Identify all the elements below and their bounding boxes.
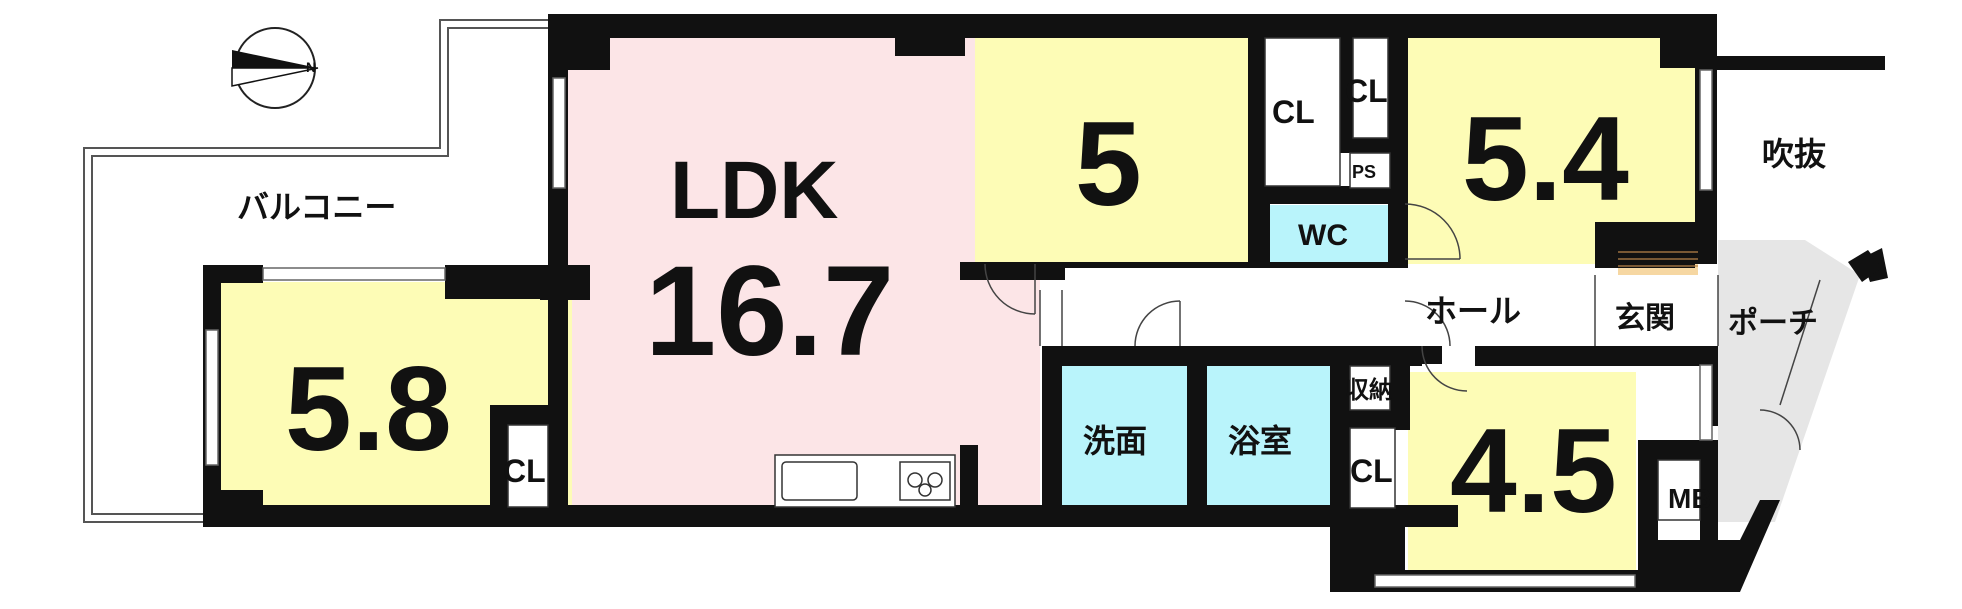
- doors: [984, 203, 1821, 451]
- room-north1-fill: [975, 36, 1260, 264]
- bathroom-fill: [1205, 365, 1330, 510]
- room-west-size: 5.8: [285, 342, 452, 476]
- label-fukinuke: 吹抜: [1762, 136, 1826, 172]
- kitchen-counter: [774, 454, 956, 508]
- label-bathroom: 浴室: [1228, 423, 1292, 459]
- balcony-area: [83, 19, 555, 523]
- room-south-fill: [1408, 372, 1636, 572]
- room-north2-size: 5.4: [1462, 92, 1629, 226]
- label-balcony: バルコニー: [237, 189, 396, 225]
- closets: [507, 37, 1701, 521]
- label-genkan: 玄関: [1615, 301, 1675, 335]
- label-ps: PS: [1352, 162, 1376, 182]
- label-porch: ポーチ: [1728, 307, 1818, 340]
- label-cl-west: CL: [503, 453, 546, 489]
- windows: [205, 69, 1713, 588]
- wc-fill: [1265, 205, 1390, 267]
- compass: N: [231, 27, 319, 109]
- label-cl-south: CL: [1350, 453, 1393, 489]
- room-north1-size: 5: [1075, 97, 1142, 231]
- label-storage: 収納: [1345, 376, 1393, 404]
- compass-north-label: N: [306, 59, 316, 75]
- label-mb: MB: [1668, 483, 1712, 514]
- label-hall: ホール: [1425, 293, 1521, 329]
- genkan-steps: [1618, 251, 1698, 267]
- label-cl-north1: CL: [1272, 94, 1315, 130]
- label-wc: WC: [1298, 219, 1348, 252]
- room-ldk-name: LDK: [670, 145, 839, 236]
- porch-fill: [1718, 240, 1860, 522]
- label-cl-north2: CL: [1345, 73, 1388, 109]
- room-ldk-size: 16.7: [645, 240, 894, 383]
- label-washroom: 洗面: [1083, 423, 1147, 459]
- room-south-size: 4.5: [1450, 404, 1617, 538]
- washroom-fill: [1062, 365, 1187, 510]
